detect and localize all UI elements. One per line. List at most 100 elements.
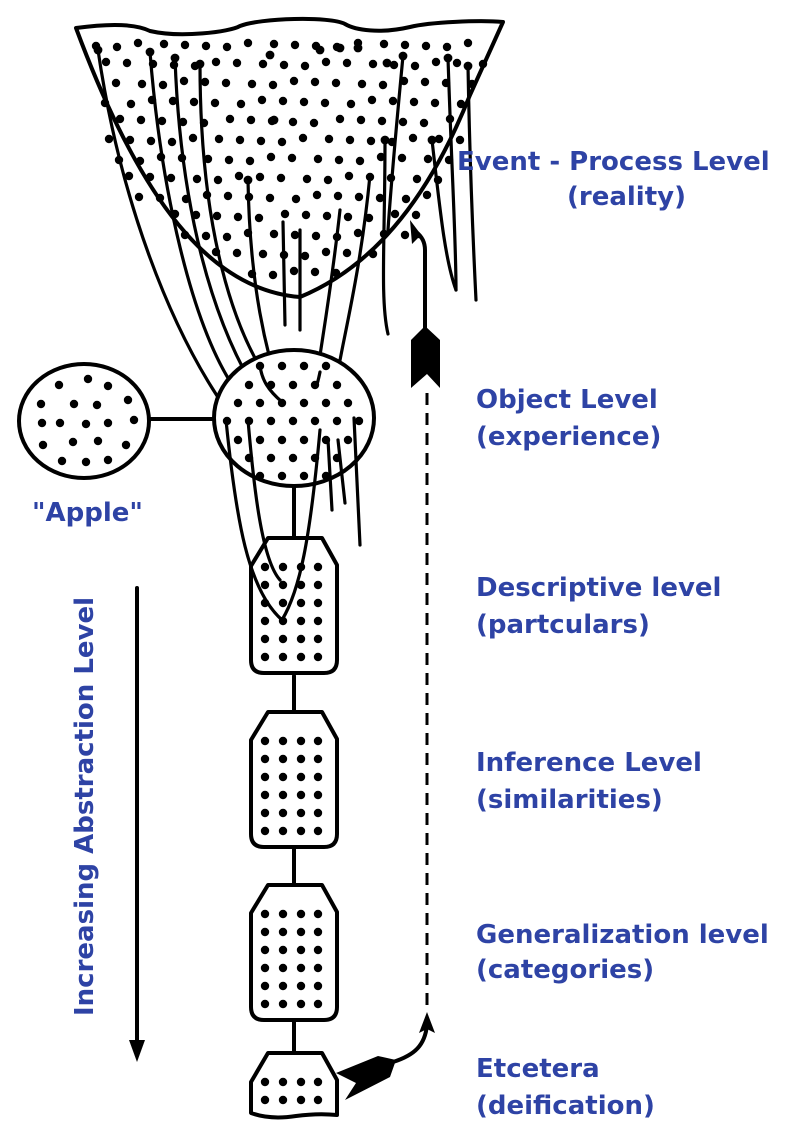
dot xyxy=(54,380,64,390)
dot xyxy=(296,999,306,1009)
dot xyxy=(255,471,265,481)
dot xyxy=(278,945,288,955)
dot xyxy=(83,374,93,384)
dot xyxy=(260,927,270,937)
dot xyxy=(278,736,288,746)
dot xyxy=(296,945,306,955)
dot xyxy=(296,790,306,800)
dot xyxy=(269,115,279,125)
dot xyxy=(310,77,320,87)
event-process-cone xyxy=(74,16,505,299)
level-2-title: Descriptive level xyxy=(476,573,721,603)
dot xyxy=(112,42,122,52)
dot xyxy=(321,57,331,67)
dot xyxy=(278,981,288,991)
dot xyxy=(255,172,265,182)
feather-bottom xyxy=(336,1056,396,1100)
dot xyxy=(288,117,298,127)
dot xyxy=(288,453,298,463)
dot xyxy=(313,826,323,836)
dot xyxy=(456,99,466,109)
dot xyxy=(260,562,270,572)
dot xyxy=(377,116,387,126)
dot xyxy=(296,909,306,919)
feedback-arrow xyxy=(336,220,440,1100)
dot xyxy=(301,210,311,220)
dot xyxy=(224,155,234,165)
dot xyxy=(278,754,288,764)
dot xyxy=(299,97,309,107)
dot xyxy=(320,98,330,108)
dot xyxy=(278,598,288,608)
dot xyxy=(278,790,288,800)
dot xyxy=(213,175,223,185)
dot xyxy=(334,155,344,165)
dot xyxy=(400,230,410,240)
feather-top xyxy=(411,326,440,388)
dot xyxy=(265,50,275,60)
dot xyxy=(260,736,270,746)
dot xyxy=(296,652,306,662)
dot xyxy=(296,981,306,991)
dot xyxy=(315,45,325,55)
dot xyxy=(201,41,211,51)
dot xyxy=(296,808,306,818)
dot xyxy=(126,99,136,109)
dot xyxy=(276,173,286,183)
dot xyxy=(302,174,312,184)
dot xyxy=(296,634,306,644)
dot xyxy=(376,152,386,162)
level-3-subtitle: (similarities) xyxy=(476,785,663,815)
level-4-title: Generalization level xyxy=(476,920,769,950)
dot xyxy=(343,435,353,445)
dot xyxy=(313,963,323,973)
dot xyxy=(111,78,121,88)
dot xyxy=(311,231,321,241)
dot xyxy=(260,1077,270,1087)
dot xyxy=(419,118,429,128)
dot xyxy=(324,134,334,144)
dot xyxy=(93,436,103,446)
dot xyxy=(313,598,323,608)
dot xyxy=(146,136,156,146)
dot xyxy=(412,174,422,184)
dot xyxy=(55,418,65,428)
dot xyxy=(123,395,133,405)
dot xyxy=(388,96,398,106)
dot xyxy=(159,39,169,49)
dot xyxy=(379,39,389,49)
dot xyxy=(115,114,125,124)
dot xyxy=(189,97,199,107)
dot xyxy=(313,754,323,764)
dot xyxy=(296,927,306,937)
axis-label: Increasing Abstraction Level xyxy=(70,597,100,1016)
dot xyxy=(268,80,278,90)
dot xyxy=(411,210,421,220)
dot xyxy=(278,772,288,782)
level-4-subtitle: (categories) xyxy=(476,955,654,985)
dot xyxy=(310,267,320,277)
dot xyxy=(354,192,364,202)
dot xyxy=(401,194,411,204)
dot xyxy=(260,1095,270,1105)
dot xyxy=(278,652,288,662)
dot xyxy=(296,1077,306,1087)
dot xyxy=(278,1095,288,1105)
dot xyxy=(278,826,288,836)
dot xyxy=(353,43,363,53)
dot xyxy=(313,1095,323,1105)
dot xyxy=(421,41,431,51)
dot xyxy=(321,247,331,257)
dot xyxy=(335,43,345,53)
dot xyxy=(260,790,270,800)
dot xyxy=(260,652,270,662)
dot xyxy=(136,115,146,125)
dot xyxy=(38,440,48,450)
dot xyxy=(344,171,354,181)
dot xyxy=(321,361,331,371)
dot xyxy=(323,175,333,185)
dot xyxy=(221,78,231,88)
dot xyxy=(378,80,388,90)
dot xyxy=(121,440,131,450)
dot xyxy=(254,213,264,223)
